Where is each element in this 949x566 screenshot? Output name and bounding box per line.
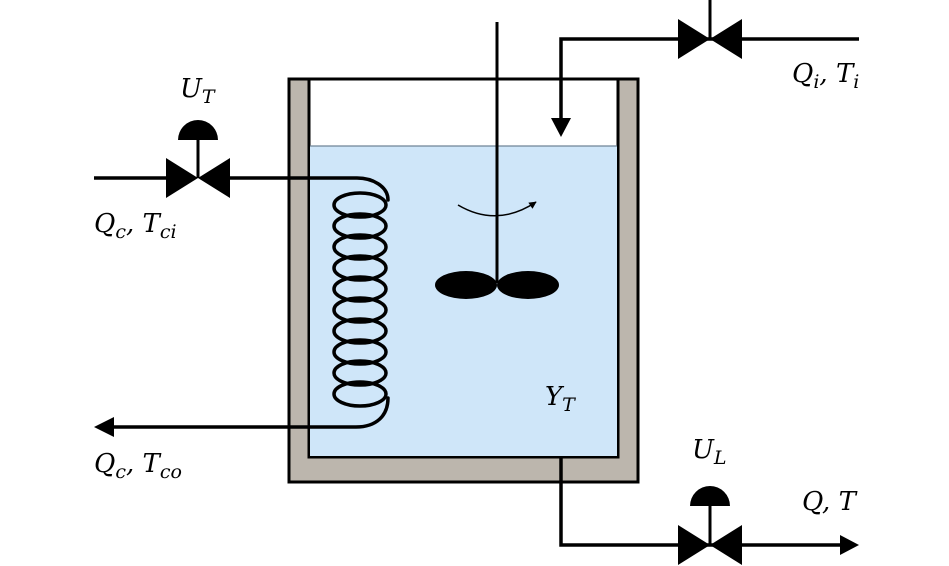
valve-actuator-icon [178, 120, 218, 140]
coil-loop-10 [332, 380, 388, 408]
label-outlet-flow: Q, T [802, 487, 858, 517]
outlet-arrow [840, 535, 859, 555]
valve-actuator-icon [690, 486, 730, 506]
label-coolant-outlet: Qc, Tco [94, 449, 182, 483]
agitator-icon [435, 22, 559, 299]
feed-inlet-line [559, 37, 859, 118]
label-temperature-valve: UT [180, 74, 216, 108]
impeller-blade-left [435, 271, 497, 299]
label-level-valve: UL [692, 435, 727, 469]
coolant-inlet-pipe [226, 176, 390, 202]
rotation-arrow [457, 201, 537, 217]
temperature-control-valve[interactable] [166, 120, 230, 198]
cooling-coil-icon [110, 176, 390, 429]
label-temperature-reading: YT [545, 382, 576, 416]
coolant-outlet-arrow [94, 417, 114, 437]
outlet-line [559, 457, 842, 547]
level-control-valve[interactable] [678, 486, 742, 565]
feed-valve[interactable] [678, 0, 742, 59]
feed-pipe [559, 37, 859, 118]
impeller-blade-right [497, 271, 559, 299]
vessel-wall [287, 77, 640, 484]
coolant-outlet-pipe [110, 396, 390, 429]
feed-arrow [551, 118, 571, 137]
outlet-pipe [559, 457, 842, 547]
label-feed-flow: Qi, Ti [792, 59, 859, 93]
label-coolant-inlet: Qc, Tci [94, 209, 177, 243]
